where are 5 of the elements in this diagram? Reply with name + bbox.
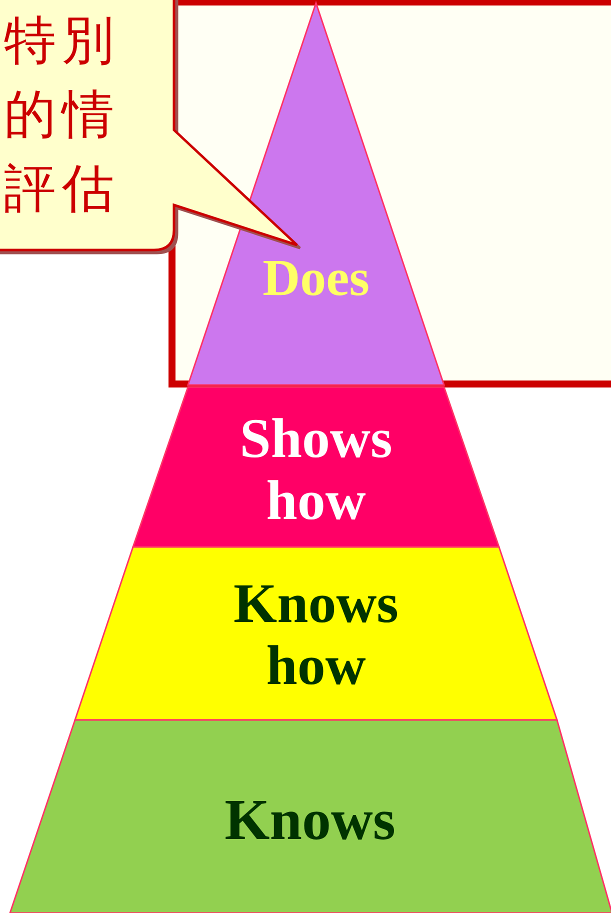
callout-text: 特別的情評估 [4, 10, 121, 221]
tier-label: Knows [224, 788, 396, 852]
tier-label: Does [262, 250, 370, 308]
tier-label: Knows how [232, 574, 400, 698]
tier-label: Shows how [238, 409, 394, 532]
